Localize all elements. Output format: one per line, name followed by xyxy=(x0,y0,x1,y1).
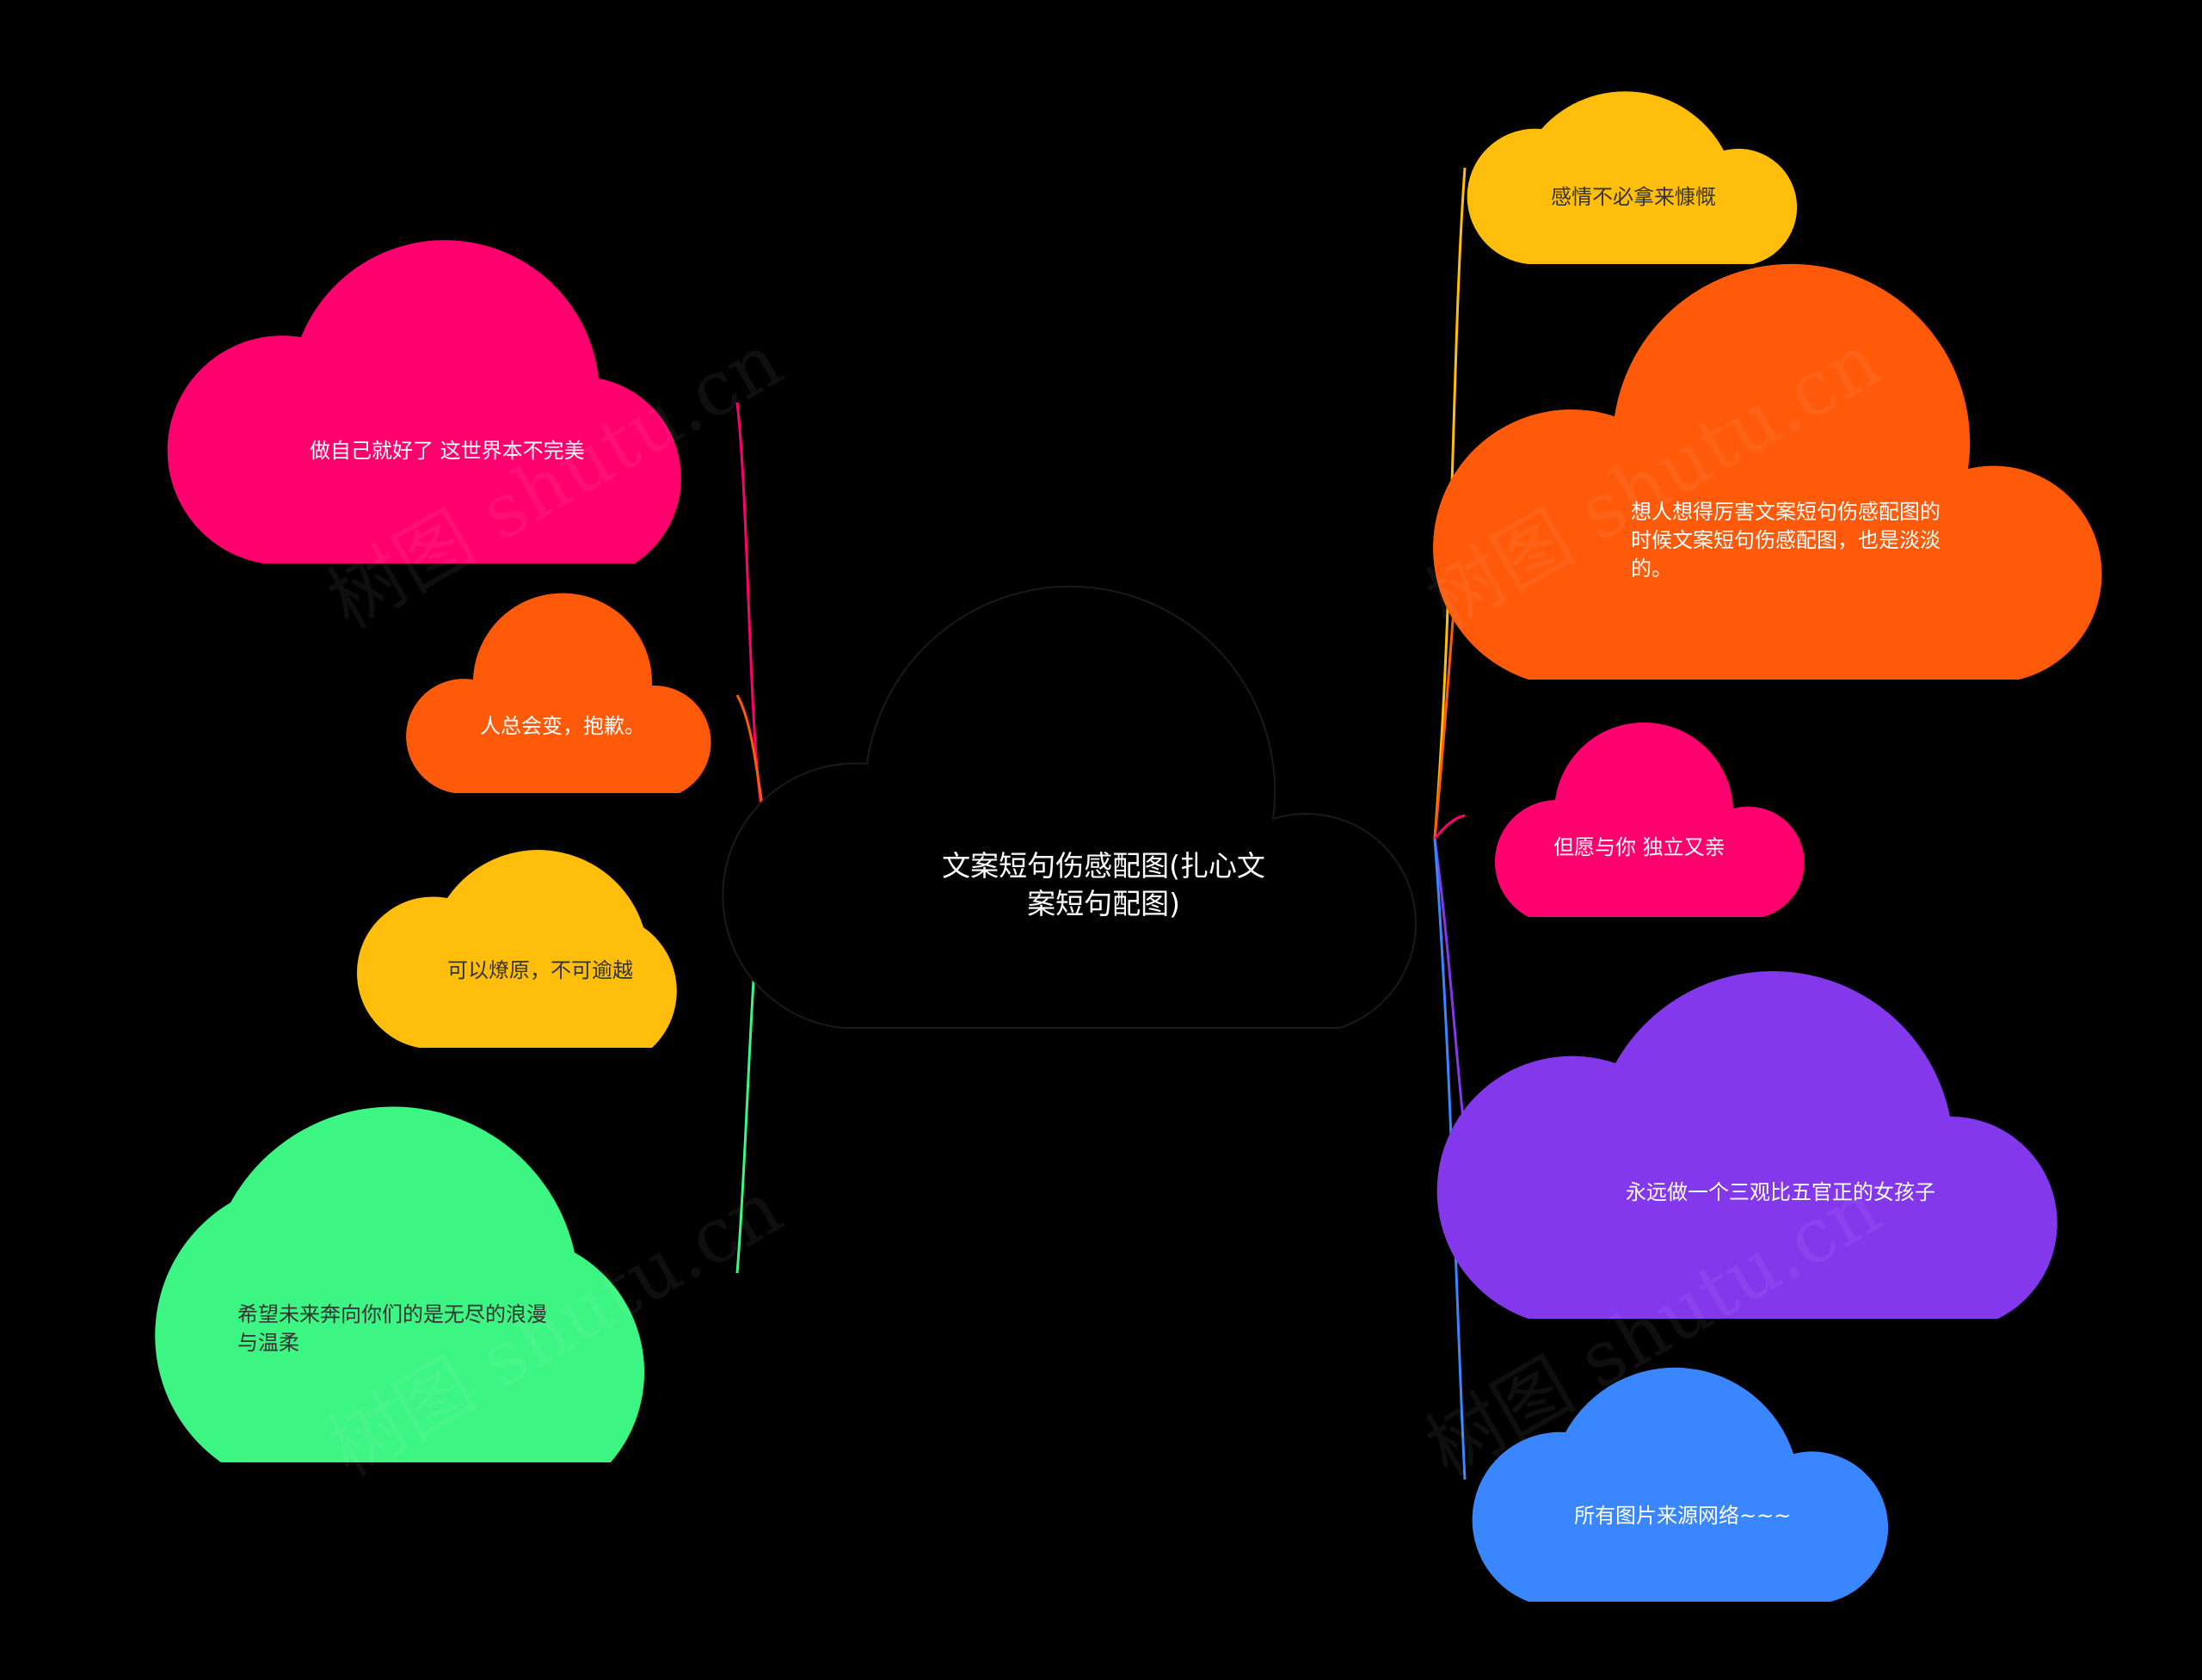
node-label-left-3: 可以燎原，不可逾越 xyxy=(447,957,633,985)
node-label-left-1: 做自己就好了 这世界本不完美 xyxy=(310,437,585,465)
node-label-right-1: 感情不必拿来慷慨 xyxy=(1551,183,1716,212)
connector-right-4 xyxy=(1433,838,1467,1136)
node-text-line: 与温柔 xyxy=(237,1331,299,1355)
cloud-node-left-1[interactable] xyxy=(167,240,681,563)
node-text-line: 人总会变，抱歉。 xyxy=(480,714,645,738)
node-label-right-3: 但愿与你 独立又亲 xyxy=(1553,834,1725,862)
cloud-node-right-2[interactable] xyxy=(1433,263,2102,680)
center-topic-line-1: 文案短句伤感配图(扎心文 xyxy=(942,849,1265,883)
cloud-node-right-5[interactable] xyxy=(1472,1367,1889,1602)
cloud-node-right-4[interactable] xyxy=(1436,970,2057,1319)
cloud-node-left-3[interactable] xyxy=(356,850,677,1048)
node-text-line: 做自己就好了 这世界本不完美 xyxy=(310,439,585,463)
center-cloud[interactable] xyxy=(722,585,1417,1029)
center-topic-label: 文案短句伤感配图(扎心文 案短句配图) xyxy=(906,847,1301,923)
cloud-node-right-3[interactable] xyxy=(1494,722,1805,917)
connector-right-3 xyxy=(1433,814,1466,840)
node-text-line: 的。 xyxy=(1631,557,1672,581)
cloud-node-left-2[interactable] xyxy=(406,593,711,793)
node-label-left-4: 希望未来奔向你们的是无尽的浪漫 与温柔 xyxy=(237,1301,547,1357)
cloud-node-left-4[interactable] xyxy=(155,1106,645,1462)
node-text-line: 希望未来奔向你们的是无尽的浪漫 xyxy=(237,1302,547,1326)
node-label-right-5: 所有图片来源网络~~~ xyxy=(1574,1502,1791,1530)
node-text-line: 但愿与你 独立又亲 xyxy=(1553,835,1725,859)
node-text-line: 永远做一个三观比五官正的女孩子 xyxy=(1626,1180,1935,1204)
node-label-left-2: 人总会变，抱歉。 xyxy=(480,712,645,741)
node-text-line: 想人想得厉害文案短句伤感配图的 xyxy=(1631,500,1941,524)
connector-left-1 xyxy=(735,402,769,840)
center-topic-line-2: 案短句配图) xyxy=(1027,887,1180,920)
node-label-right-4: 永远做一个三观比五官正的女孩子 xyxy=(1626,1178,1935,1207)
node-text-line: 所有图片来源网络~~~ xyxy=(1574,1504,1792,1528)
node-text-line: 时候文案短句伤感配图，也是淡淡 xyxy=(1631,528,1941,552)
node-text-line: 可以燎原，不可逾越 xyxy=(447,958,633,982)
node-label-right-2: 想人想得厉害文案短句伤感配图的 时候文案短句伤感配图，也是淡淡 的。 xyxy=(1631,498,1941,583)
cloud-node-right-1[interactable] xyxy=(1467,91,1798,264)
node-text-line: 感情不必拿来慷慨 xyxy=(1551,185,1716,209)
